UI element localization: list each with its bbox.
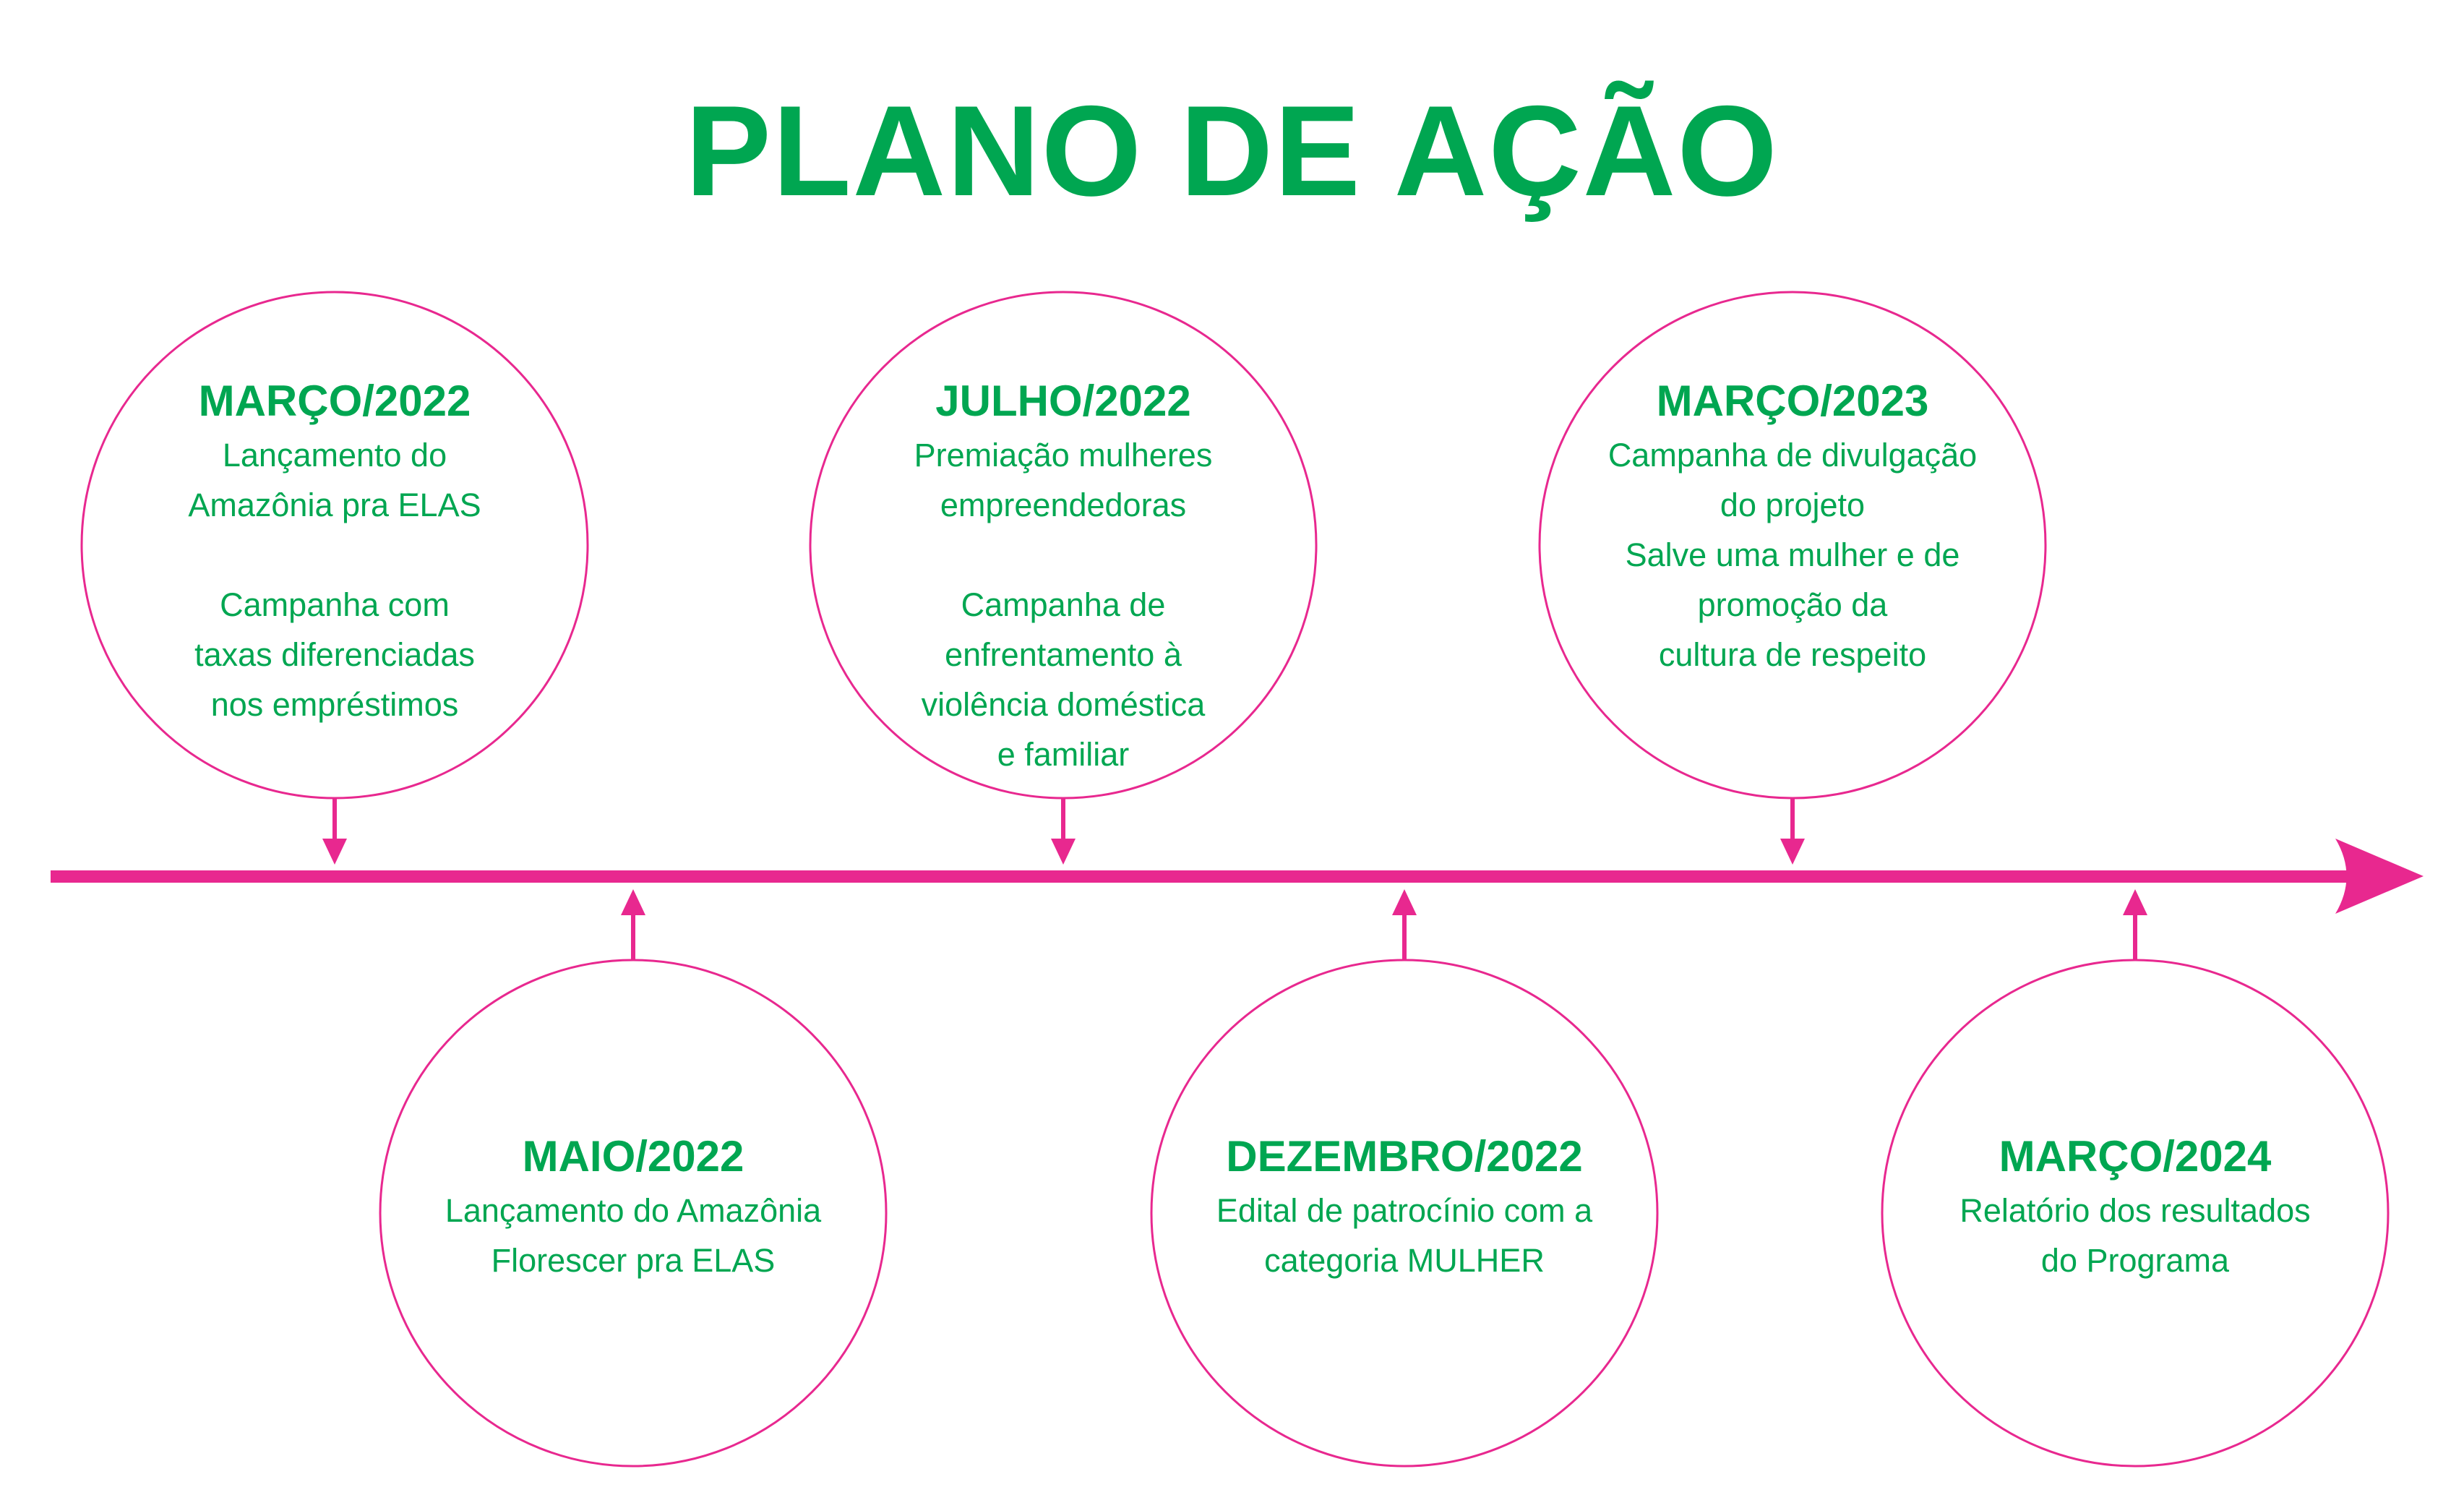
milestone-date: MAIO/2022 (522, 1132, 744, 1181)
milestone-description-line: Campanha com (220, 586, 450, 623)
arrow-down-icon (322, 798, 347, 865)
timeline-line (51, 870, 2349, 883)
milestone-description-line: Lançamento do (222, 437, 447, 474)
milestone-date: MARÇO/2023 (1656, 377, 1929, 425)
milestone-description-line: cultura de respeito (1658, 636, 1927, 673)
milestone-date: JULHO/2022 (935, 377, 1191, 425)
arrow-down-icon (1780, 798, 1805, 865)
page-title: PLANO DE AÇÃO (685, 79, 1779, 223)
arrow-down-icon (1051, 798, 1076, 865)
milestone-description-line: Edital de patrocínio com a (1216, 1192, 1593, 1229)
milestone-description-line: taxas diferenciadas (194, 636, 475, 673)
milestone-description-line: enfrentamento à (945, 636, 1182, 673)
timeline-arrowhead (2335, 839, 2424, 914)
milestone-description-line: empreendedoras (940, 487, 1187, 523)
milestone-description-line (103, 530, 566, 580)
milestone-date: DEZEMBRO/2022 (1226, 1132, 1583, 1181)
milestone-description-line: Lançamento do Amazônia (445, 1192, 822, 1229)
milestone-description-line: nos empréstimos (210, 686, 459, 723)
milestone-description-line: categoria MULHER (1264, 1242, 1545, 1279)
milestone-description-line: Premiação mulheres (914, 437, 1213, 474)
milestone-description-line: promoção da (1697, 586, 1888, 623)
milestone-description-line (832, 530, 1295, 580)
milestone-description-line: do projeto (1720, 487, 1866, 523)
milestone-description-line: Amazônia pra ELAS (188, 487, 481, 523)
arrow-up-icon (621, 889, 645, 960)
milestone-description-line: Florescer pra ELAS (491, 1242, 776, 1279)
milestone-description-line: Campanha de divulgação (1607, 437, 1978, 474)
milestone-description-line: Salve uma mulher e de (1625, 536, 1960, 573)
milestone-description-line: Relatório dos resultados (1959, 1192, 2311, 1229)
arrow-up-icon (1392, 889, 1417, 960)
milestone-description-line: do Programa (2040, 1242, 2230, 1279)
milestone-description-line: Campanha de (961, 586, 1166, 623)
milestone-date: MARÇO/2022 (198, 377, 471, 425)
milestone-description-line: violência doméstica (921, 686, 1206, 723)
arrow-up-icon (2123, 889, 2147, 960)
milestone-description-line: e familiar (997, 736, 1130, 773)
milestone-date: MARÇO/2024 (1999, 1132, 2272, 1181)
